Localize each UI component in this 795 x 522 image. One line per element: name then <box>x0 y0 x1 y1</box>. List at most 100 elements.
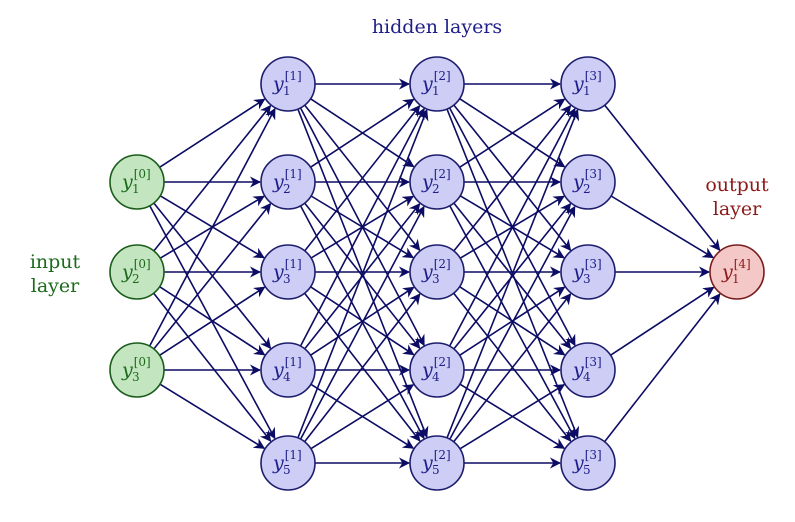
node-hidden-2-4: y[2]4 <box>409 342 465 398</box>
edge-input-3-to-hidden-1-3 <box>159 286 266 356</box>
node-circle-hidden-3-2 <box>560 154 616 210</box>
node-subscript: 5 <box>432 463 440 477</box>
node-hidden-3-5: y[3]5 <box>560 435 616 491</box>
edge-hidden-1-4-to-hidden-2-1 <box>299 107 425 347</box>
node-superscript: [2] <box>434 355 451 369</box>
node-label-hidden-2-1: y[2]1 <box>421 69 451 98</box>
node-subscript: 5 <box>583 463 591 477</box>
edge-hidden-2-5-to-hidden-3-3 <box>453 293 572 443</box>
node-label-hidden-1-2: y[1]2 <box>272 167 302 196</box>
node-subscript: 1 <box>132 182 140 196</box>
node-variable: y <box>572 452 584 474</box>
node-superscript: [2] <box>434 257 451 271</box>
node-circle-hidden-2-3 <box>409 244 465 300</box>
input-layer-caption-line2: layer <box>31 275 80 297</box>
node-superscript: [4] <box>734 257 751 271</box>
node-hidden-3-1: y[3]1 <box>560 56 616 112</box>
node-superscript: [3] <box>585 69 602 83</box>
node-label-input-3: y[0]3 <box>121 355 151 384</box>
node-input-3: y[0]3 <box>109 342 165 398</box>
edge-input-3-to-hidden-1-2 <box>153 202 272 350</box>
edge-hidden-2-4-to-hidden-3-3 <box>459 286 566 356</box>
node-subscript: 1 <box>432 84 440 98</box>
node-hidden-1-2: y[1]2 <box>260 154 316 210</box>
node-circle-hidden-2-1 <box>409 56 465 112</box>
node-input-2: y[0]2 <box>109 244 165 300</box>
node-label-hidden-2-2: y[2]2 <box>421 167 451 196</box>
node-superscript: [3] <box>585 355 602 369</box>
node-circle-hidden-2-2 <box>409 154 465 210</box>
node-subscript: 3 <box>432 272 440 286</box>
node-label-hidden-3-5: y[3]5 <box>572 448 602 477</box>
node-label-hidden-2-5: y[2]5 <box>421 448 451 477</box>
node-subscript: 2 <box>132 272 140 286</box>
node-label-input-2: y[0]2 <box>121 257 151 286</box>
node-superscript: [2] <box>434 167 451 181</box>
node-variable: y <box>272 73 284 95</box>
node-variable: y <box>421 261 433 283</box>
edge-input-3-to-hidden-1-1 <box>148 107 276 347</box>
node-circle-hidden-3-3 <box>560 244 616 300</box>
node-circle-input-1 <box>109 154 165 210</box>
node-superscript: [0] <box>134 257 151 271</box>
node-variable: y <box>272 171 284 193</box>
node-circle-output-1 <box>709 244 765 300</box>
node-variable: y <box>572 171 584 193</box>
node-circle-hidden-3-5 <box>560 435 616 491</box>
node-label-hidden-1-3: y[1]3 <box>272 257 302 286</box>
node-superscript: [1] <box>285 257 302 271</box>
neurons: y[0]1y[0]2y[0]3y[1]1y[1]2y[1]3y[1]4y[1]5… <box>109 56 765 491</box>
node-superscript: [3] <box>585 257 602 271</box>
node-superscript: [0] <box>134 167 151 181</box>
node-subscript: 4 <box>583 370 591 384</box>
node-hidden-1-3: y[1]3 <box>260 244 316 300</box>
node-variable: y <box>121 261 133 283</box>
node-variable: y <box>572 261 584 283</box>
node-variable: y <box>121 171 133 193</box>
node-circle-hidden-3-1 <box>560 56 616 112</box>
edge-input-3-to-hidden-1-5 <box>159 383 266 449</box>
edge-hidden-2-4-to-hidden-3-1 <box>448 107 576 347</box>
node-subscript: 1 <box>732 272 740 286</box>
node-circle-hidden-1-1 <box>260 56 316 112</box>
node-variable: y <box>272 261 284 283</box>
node-circle-hidden-2-5 <box>409 435 465 491</box>
node-label-hidden-2-3: y[2]3 <box>421 257 451 286</box>
edge-hidden-2-5-to-hidden-3-4 <box>459 384 566 450</box>
node-label-hidden-3-3: y[3]3 <box>572 257 602 286</box>
node-subscript: 4 <box>432 370 440 384</box>
node-hidden-1-4: y[1]4 <box>260 342 316 398</box>
edge-hidden-1-2-to-hidden-2-1 <box>310 98 415 168</box>
node-hidden-2-5: y[2]5 <box>409 435 465 491</box>
edge-hidden-3-2-to-output-1 <box>610 195 714 259</box>
node-circle-hidden-1-4 <box>260 342 316 398</box>
node-hidden-2-3: y[2]3 <box>409 244 465 300</box>
edge-hidden-1-5-to-hidden-2-1 <box>297 109 429 439</box>
node-subscript: 3 <box>283 272 291 286</box>
node-input-1: y[0]1 <box>109 154 165 210</box>
node-label-hidden-1-5: y[1]5 <box>272 448 302 477</box>
edge-hidden-1-4-to-hidden-2-3 <box>310 286 415 356</box>
node-superscript: [3] <box>585 167 602 181</box>
node-variable: y <box>721 261 733 283</box>
node-superscript: [0] <box>134 355 151 369</box>
node-variable: y <box>421 73 433 95</box>
node-subscript: 3 <box>132 370 140 384</box>
edge-input-2-to-hidden-1-1 <box>153 104 272 252</box>
edge-hidden-3-5-to-output-1 <box>603 293 721 443</box>
node-superscript: [3] <box>585 448 602 462</box>
node-superscript: [1] <box>285 448 302 462</box>
node-hidden-3-4: y[3]4 <box>560 342 616 398</box>
node-superscript: [1] <box>285 355 302 369</box>
edge-hidden-2-5-to-hidden-3-2 <box>449 205 576 440</box>
node-circle-hidden-1-2 <box>260 154 316 210</box>
node-circle-hidden-1-5 <box>260 435 316 491</box>
node-hidden-3-3: y[3]3 <box>560 244 616 300</box>
output-layer-caption-line1: output <box>705 174 769 196</box>
node-output-1: y[4]1 <box>709 244 765 300</box>
node-subscript: 2 <box>283 182 291 196</box>
node-variable: y <box>121 359 133 381</box>
node-label-hidden-1-1: y[1]1 <box>272 69 302 98</box>
node-circle-hidden-2-4 <box>409 342 465 398</box>
